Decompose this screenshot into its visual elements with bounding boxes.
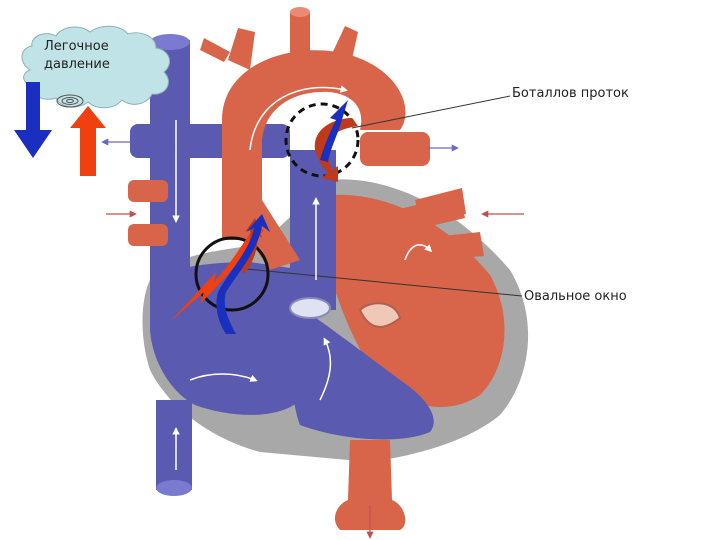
oval-pointer-line xyxy=(235,267,523,297)
left-subclavian-artery xyxy=(330,26,358,68)
ductus-pointer-line xyxy=(351,95,511,129)
pressure-cloud-label: Легочное давление xyxy=(44,38,144,74)
vein-upper-right xyxy=(415,188,466,222)
oval-window-label: Овальное окно xyxy=(524,289,627,304)
ivc-opening xyxy=(156,480,192,496)
oval-window-circle xyxy=(194,236,270,312)
right-ventricle xyxy=(289,300,434,440)
left-carotid-artery xyxy=(290,12,310,60)
ductus-red-flow-icon xyxy=(314,118,358,182)
abdominal-aorta xyxy=(334,440,406,530)
pulmonary-valve xyxy=(289,297,331,319)
ascending-aorta xyxy=(222,200,300,270)
ductus-highlight-circle xyxy=(284,102,360,178)
pressure-increase-arrow-icon xyxy=(70,106,106,176)
pulmonary-artery-left-branch-2 xyxy=(128,180,168,202)
flow-marker-lv xyxy=(404,244,433,261)
ductus-arteriosus-label: Боталлов проток xyxy=(512,86,629,101)
cloud-line-1: Легочное xyxy=(44,39,109,54)
pressure-decrease-arrow-icon xyxy=(14,82,52,158)
pulmonary-artery-left-branch-3 xyxy=(128,224,168,246)
left-carotid-opening xyxy=(290,7,310,17)
flow-marker-ra xyxy=(189,373,258,382)
brachiocephalic-artery xyxy=(228,28,255,70)
descending-aorta xyxy=(360,132,430,166)
cloud-line-2: давление xyxy=(44,57,110,72)
oval-red-arrow-icon xyxy=(170,224,264,322)
svc-opening xyxy=(150,34,190,50)
inferior-vena-cava xyxy=(156,400,192,490)
flow-marker-arch xyxy=(249,85,348,151)
pulmonary-artery-left-branch-1 xyxy=(130,124,290,158)
pressure-cloud xyxy=(21,25,171,109)
mitral-valve xyxy=(358,302,402,328)
pulmonary-vein-lower xyxy=(405,232,484,262)
flow-marker-rv xyxy=(319,337,332,401)
brachio-branch-left xyxy=(200,38,230,62)
aortic-arch xyxy=(222,50,406,240)
lung-spiral-icon xyxy=(56,94,84,108)
ductus-blue-flow-icon xyxy=(320,100,348,162)
right-atrium xyxy=(150,262,300,415)
oval-blue-arrow-icon xyxy=(216,214,270,334)
